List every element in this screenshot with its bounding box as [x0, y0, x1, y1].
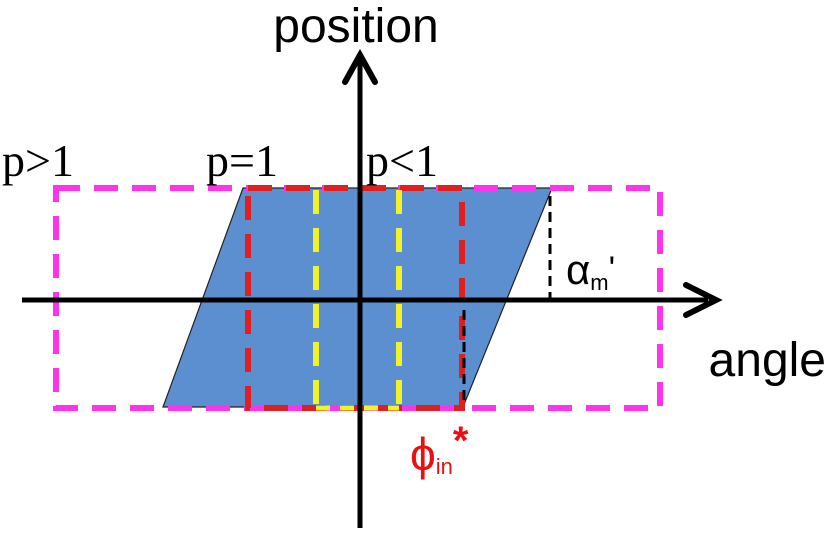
arrow-up-icon — [342, 48, 378, 85]
label-p-less-than-1: p<1 — [366, 135, 438, 186]
alpha-m-prime-label: αm' — [566, 246, 615, 295]
label-p-greater-than-1: p>1 — [2, 135, 74, 186]
arrow-right-icon — [683, 282, 723, 318]
alpha-symbol: α — [566, 246, 590, 293]
phi-star: * — [453, 419, 469, 463]
phi-symbol: ϕ — [410, 428, 436, 480]
alpha-prime: ' — [609, 250, 616, 288]
label-p-equal-1: p=1 — [206, 135, 278, 186]
y-axis-label: position — [273, 0, 438, 53]
alpha-subscript: m — [590, 270, 608, 295]
phi-subscript: in — [436, 454, 453, 479]
x-axis-label: angle — [709, 334, 826, 387]
phi-in-star-label: ϕin* — [410, 419, 469, 480]
